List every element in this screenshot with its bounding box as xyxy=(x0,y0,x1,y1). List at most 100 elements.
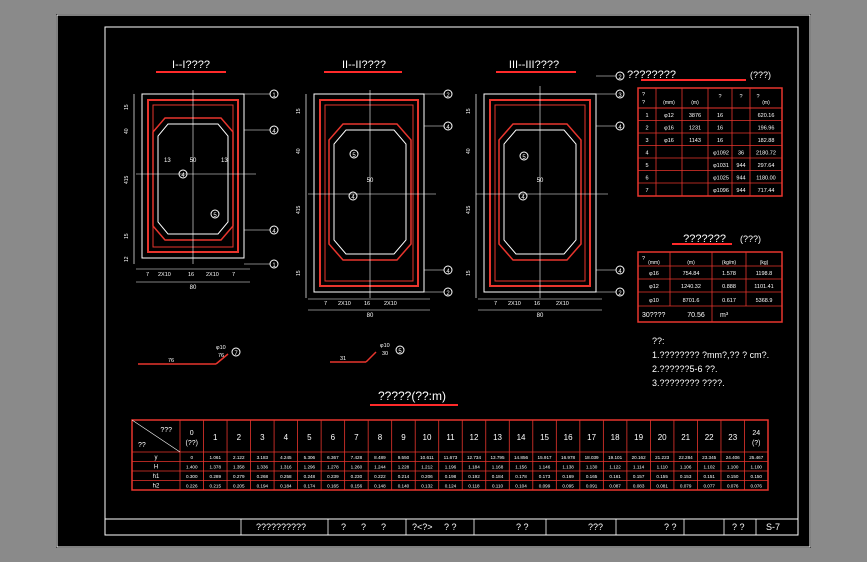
mark-label: 4 xyxy=(181,173,185,179)
row-label: h1 xyxy=(153,474,160,480)
bottom-dim: 2X10 xyxy=(206,272,219,278)
table-cell: 3.183 xyxy=(257,455,269,460)
mark-label: 2 xyxy=(446,291,450,297)
left-dim: 15 xyxy=(296,108,302,114)
table-cell: 0.173 xyxy=(539,474,551,479)
material-cell: 1 xyxy=(645,113,648,119)
table-cell: 1.260 xyxy=(351,465,363,470)
summary-table-unit: (???) xyxy=(740,234,761,244)
column-header: 4 xyxy=(284,433,289,442)
table-cell: 18.039 xyxy=(585,455,599,460)
table-cell: 1.106 xyxy=(680,465,692,470)
table-cell: 1.146 xyxy=(539,465,551,470)
bottom-dim: 2X10 xyxy=(508,301,521,307)
title-cell: ? ? xyxy=(444,522,457,532)
material-cell: φ16 xyxy=(664,138,674,144)
table-cell: 0.248 xyxy=(304,474,316,479)
bar-dim: φ10 xyxy=(216,345,226,351)
table-cell: 13.795 xyxy=(490,455,504,460)
table-cell: 11.673 xyxy=(444,455,458,460)
row-label: h2 xyxy=(153,484,160,490)
bottom-dim: 2X10 xyxy=(338,301,351,307)
table-cell: 0.289 xyxy=(210,474,222,479)
mark-label: 2 xyxy=(618,291,622,297)
table-cell: 0 xyxy=(190,455,193,460)
bottom-dim: 2X10 xyxy=(556,301,569,307)
cad-drawing: I--I???? II--II???? III--III???? 4 5 50 … xyxy=(56,14,811,548)
table-cell: 1.316 xyxy=(280,465,292,470)
column-header: 10 xyxy=(423,433,432,442)
column-header: 19 xyxy=(634,433,643,442)
notes: ??: 1.???????? ?mm?,?? ? cm?. 2.??????5-… xyxy=(652,336,769,388)
bottom-dim: 16 xyxy=(188,272,194,278)
bar-dim: 76 xyxy=(168,358,174,364)
table-cell: 8.489 xyxy=(374,455,386,460)
material-cell: φ1096 xyxy=(713,188,729,194)
table-cell: 24.406 xyxy=(726,455,740,460)
material-cell: 5 xyxy=(645,163,648,169)
summary-cell: 1198.8 xyxy=(756,271,772,277)
material-cell: φ16 xyxy=(664,126,674,132)
table-cell: 0.124 xyxy=(445,484,457,489)
summary-cell: 1.578 xyxy=(722,271,736,277)
table-cell: 1.122 xyxy=(609,465,621,470)
section-2-drawing: 5 4 50 15 40 415 15 2 4 4 2 7 2X10 16 2X… xyxy=(296,89,453,319)
title-cell: ? xyxy=(361,522,366,532)
bottom-table-title: ?????(??:m) xyxy=(378,389,446,403)
table-cell: 0.192 xyxy=(468,474,480,479)
table-cell: 1.336 xyxy=(257,465,269,470)
bar-dim: φ10 xyxy=(380,343,390,349)
material-cell: φ1092 xyxy=(713,151,729,157)
section-1-drawing: 4 5 50 13 13 15 40 415 15 12 1 4 4 1 7 2… xyxy=(124,89,279,291)
table-cell: 1.102 xyxy=(703,465,715,470)
title-cell: ? ? xyxy=(516,522,529,532)
material-cell: 4 xyxy=(645,151,648,157)
material-cell: 6 xyxy=(645,176,648,182)
table-cell: 0.140 xyxy=(398,484,410,489)
table-cell: 0.087 xyxy=(609,484,621,489)
table-cell: 15.917 xyxy=(538,455,552,460)
mark-label: 5 xyxy=(398,349,402,355)
summary-cell: φ10 xyxy=(649,298,659,304)
drawing-sheet: I--I???? II--II???? III--III???? 4 5 50 … xyxy=(56,14,811,548)
table-cell: 0.153 xyxy=(680,474,692,479)
left-dim: 40 xyxy=(124,128,130,134)
table-cell: 0.178 xyxy=(515,474,527,479)
material-cell: 2180.72 xyxy=(756,151,776,157)
mat-header: (m) xyxy=(762,100,770,106)
column-header: 6 xyxy=(331,433,336,442)
table-cell: 0.155 xyxy=(656,474,668,479)
bottom-dim: 2X10 xyxy=(384,301,397,307)
table-cell: 12.734 xyxy=(467,455,481,460)
table-cell: 4.245 xyxy=(280,455,292,460)
mark-label: 7 xyxy=(234,351,238,357)
table-cell: 0.091 xyxy=(586,484,598,489)
table-cell: 0.239 xyxy=(327,474,339,479)
table-cell: 5.306 xyxy=(304,455,316,460)
material-cell: 944 xyxy=(736,163,745,169)
mark-label: 5 xyxy=(352,153,356,159)
mat-header: ? xyxy=(739,94,742,100)
mat-header: ? xyxy=(718,94,721,100)
table-cell: 0.099 xyxy=(539,484,551,489)
sum-header: (kg/m) xyxy=(722,260,737,266)
center-dim: 50 xyxy=(367,178,374,184)
mark-label: 5 xyxy=(213,213,217,219)
table-cell: 1.138 xyxy=(562,465,574,470)
table-cell: 16.978 xyxy=(561,455,575,460)
mark-label: 4 xyxy=(618,125,622,131)
table-cell: 1.110 xyxy=(657,465,669,470)
bottom-dim: 7 xyxy=(232,272,235,278)
material-cell: 2 xyxy=(645,126,648,132)
mat-header: ? xyxy=(756,94,759,100)
material-cell: φ1031 xyxy=(713,163,729,169)
table-cell: 10.611 xyxy=(420,455,434,460)
table-cell: 1.228 xyxy=(398,465,410,470)
table-cell: 0.205 xyxy=(233,484,245,489)
table-cell: 1.358 xyxy=(233,465,245,470)
material-cell: 36 xyxy=(738,151,744,157)
table-cell: 0.165 xyxy=(327,484,339,489)
bottom-dim: 2X10 xyxy=(158,272,171,278)
table-cell: 1.100 xyxy=(727,465,739,470)
summary-cell: 1240.32 xyxy=(681,284,701,290)
